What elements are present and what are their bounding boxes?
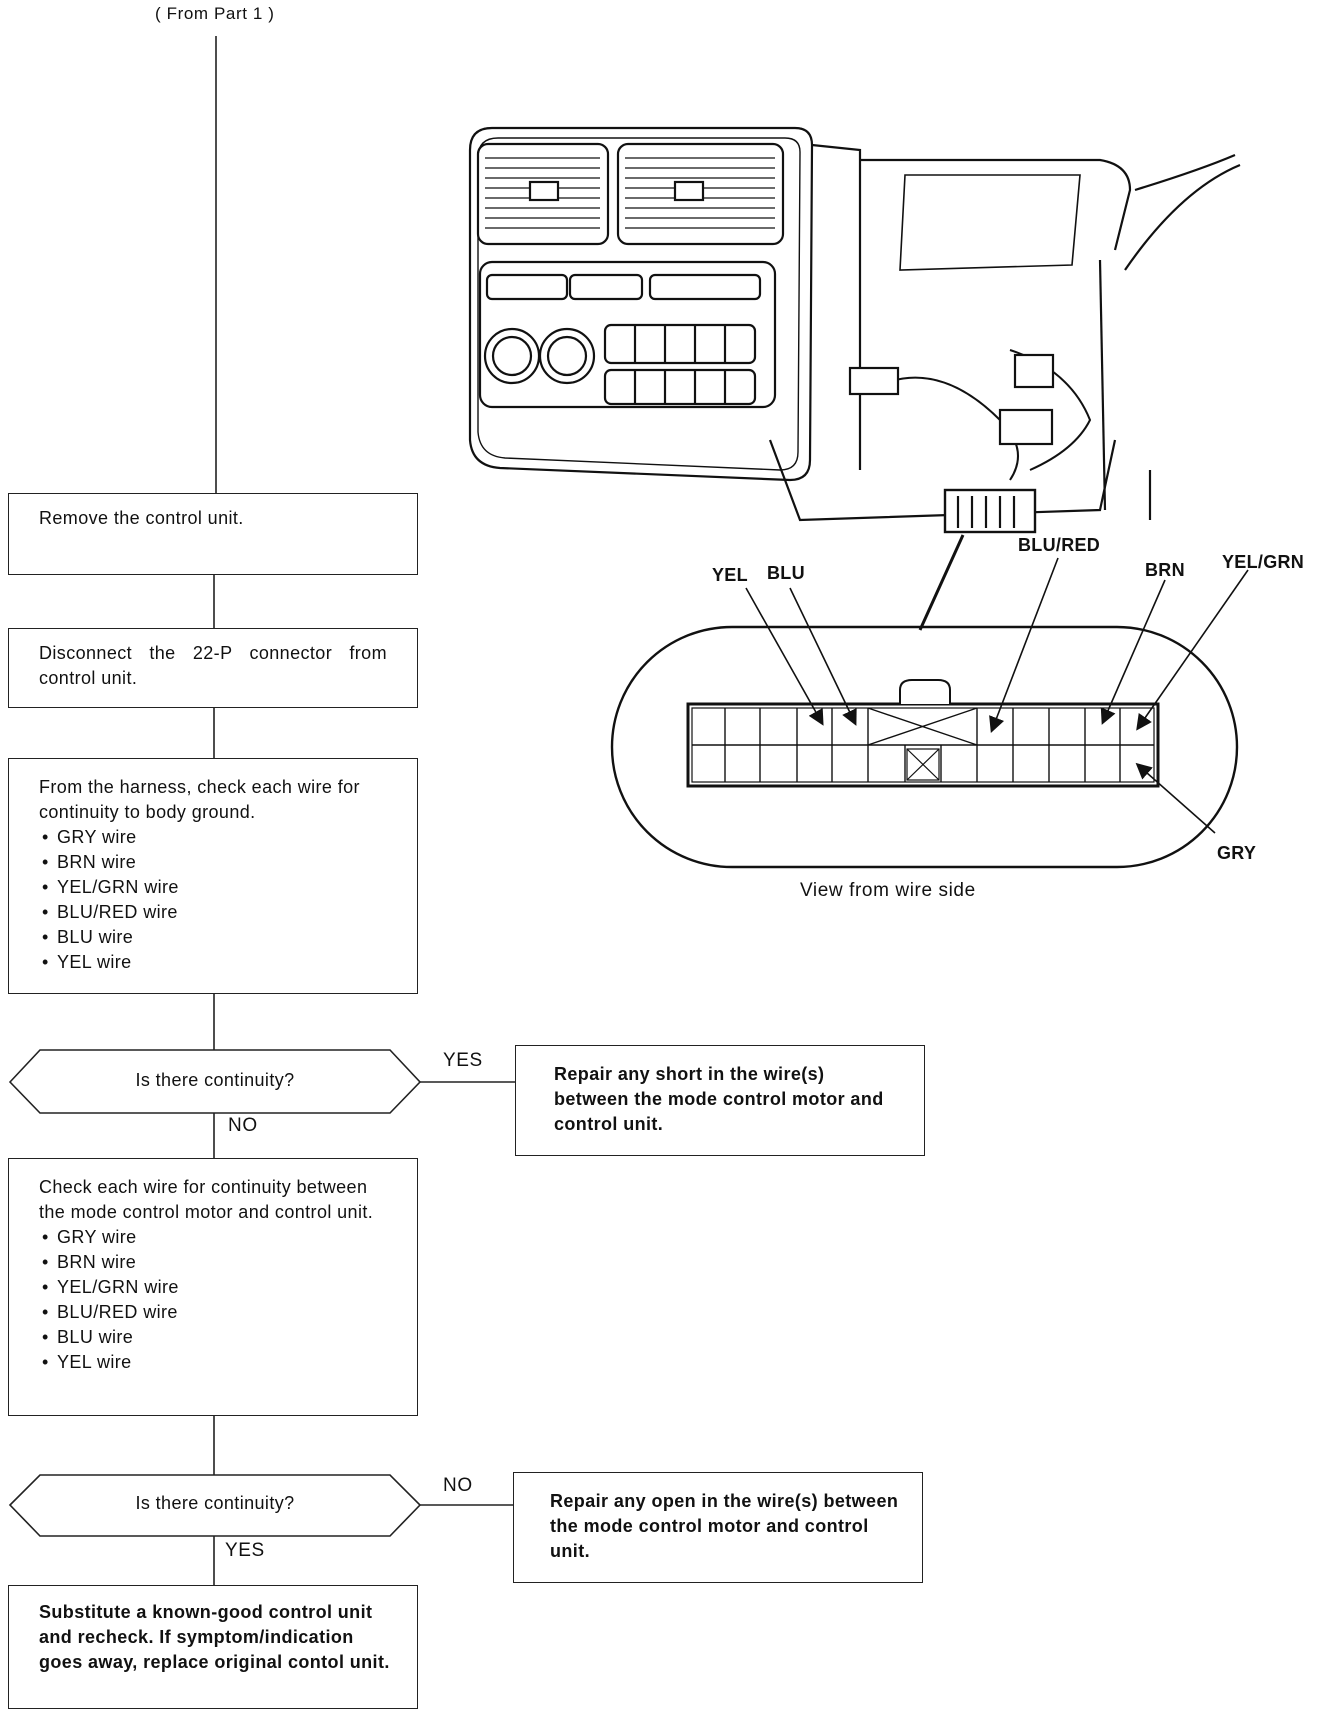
wire-label-gry: GRY [1217,843,1257,863]
wire-label-yel-grn: YEL/GRN [1222,552,1305,572]
wire-item: BRN wire [39,1250,397,1275]
step-check-ground: From the harness, check each wire for co… [8,758,418,994]
wire-list: GRY wire BRN wire YEL/GRN wire BLU/RED w… [39,825,397,975]
decision-2-no-label: NO [443,1475,473,1496]
wire-label-blu-red: BLU/RED [1018,535,1101,555]
step-remove-control-unit: Remove the control unit. [8,493,418,575]
brn-pointer [1100,579,1166,725]
wire-item: BLU/RED wire [39,1300,397,1325]
yel-grn-pointer [1136,569,1249,731]
yel-pointer [745,587,824,726]
wire-item: YEL wire [39,950,397,975]
decision-diamond-2 [8,1474,422,1537]
decision-1-yes-label: YES [443,1050,483,1071]
blu-red-pointer [989,557,1059,733]
wire-item: GRY wire [39,825,397,850]
wire-item: BRN wire [39,850,397,875]
decision-question-1: Is there continuity? [135,1070,295,1090]
from-part-label: ( From Part 1 ) [155,4,275,23]
decision-1-no-label: NO [228,1115,258,1136]
step-intro: Check each wire for continuity between t… [39,1177,374,1222]
connector-caption: View from wire side [800,880,976,901]
result-repair-open: Repair any open in the wire(s) between t… [513,1472,923,1583]
wire-item: YEL/GRN wire [39,1275,397,1300]
step-disconnect-connector: Disconnect the 22-P connector from contr… [8,628,418,708]
step-substitute-unit: Substitute a known-good control unit and… [8,1585,418,1709]
connector-enlarged-view [610,625,1239,869]
wire-label-yel: YEL [712,565,748,585]
wire-item: BLU/RED wire [39,900,397,925]
gry-pointer [1135,762,1216,834]
wire-item: BLU wire [39,1325,397,1350]
wire-item: GRY wire [39,1225,397,1250]
step-text: Remove the control unit. [39,508,244,528]
result-repair-short: Repair any short in the wire(s) between … [515,1045,925,1156]
decision-2-yes-label: YES [225,1540,265,1561]
wire-label-brn: BRN [1145,560,1185,580]
wire-item: BLU wire [39,925,397,950]
dashboard-illustration [468,126,1241,534]
wire-item: YEL wire [39,1350,397,1375]
blu-pointer [789,587,857,726]
wire-item: YEL/GRN wire [39,875,397,900]
decision-question-2: Is there continuity? [135,1493,295,1513]
result-text: Repair any open in the wire(s) between t… [550,1491,899,1561]
wire-label-blu: BLU [767,563,805,583]
wire-list: GRY wire BRN wire YEL/GRN wire BLU/RED w… [39,1225,397,1375]
step-text: Substitute a known-good control unit and… [39,1602,390,1672]
step-check-between: Check each wire for continuity between t… [8,1158,418,1416]
zoom-pointer [918,534,965,631]
result-text: Repair any short in the wire(s) between … [554,1064,884,1134]
step-intro: From the harness, check each wire for co… [39,777,360,822]
step-text: Disconnect the 22-P connector from contr… [39,643,387,688]
decision-diamond-1 [8,1049,422,1114]
